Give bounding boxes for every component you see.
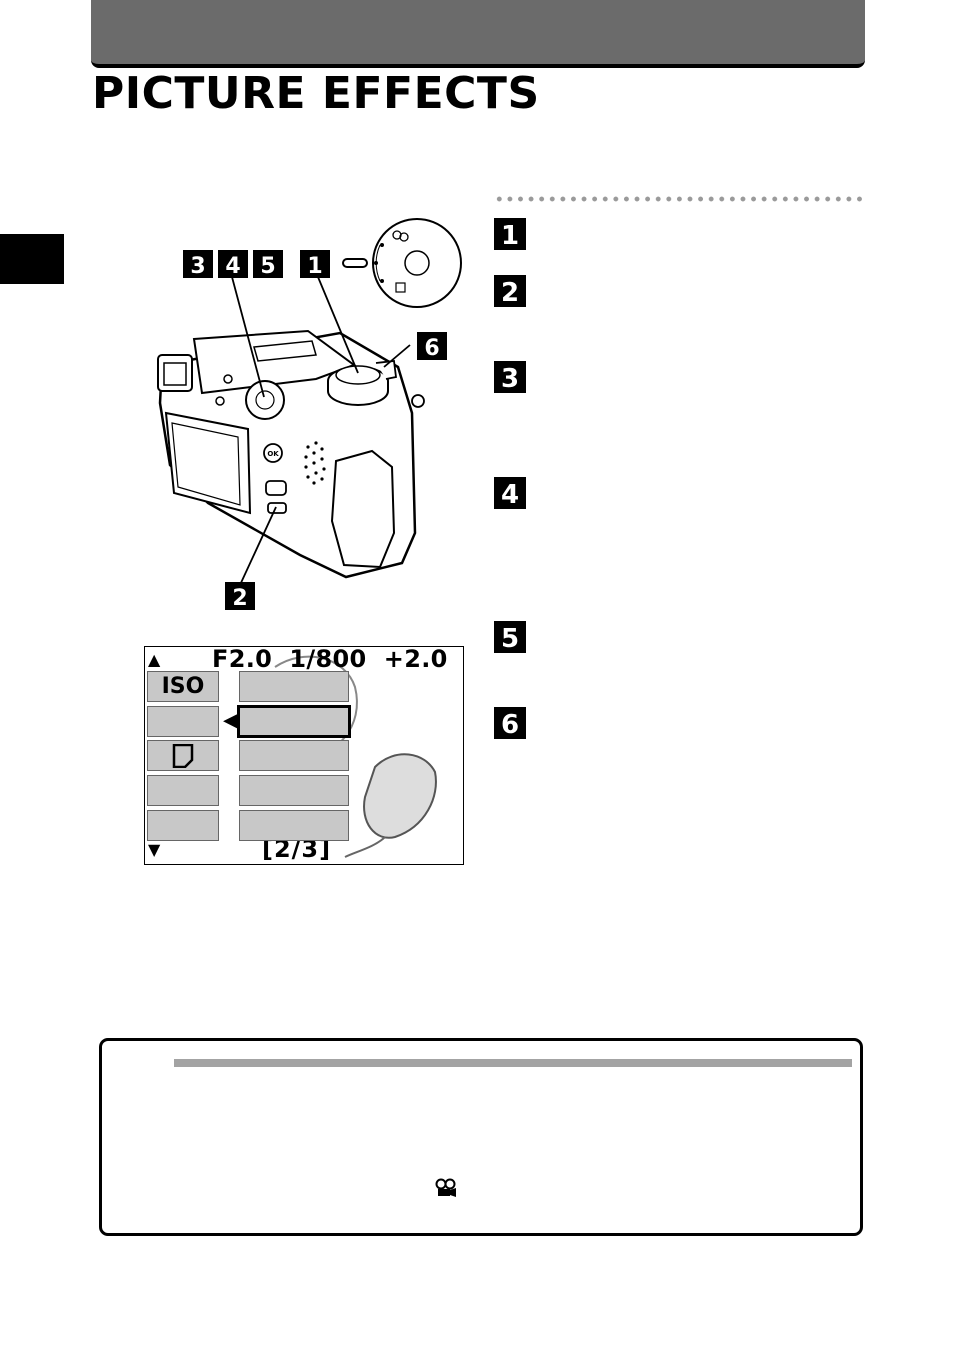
step-4-number: 4 — [501, 480, 519, 509]
step-5-number: 5 — [501, 624, 519, 653]
step-1-number: 1 — [501, 221, 519, 250]
svg-text:OK: OK — [267, 450, 279, 458]
camera-label-1: 1 — [300, 250, 330, 278]
lcd-scroll-down-arrow: ▼ — [148, 840, 161, 859]
svg-text:5: 5 — [260, 254, 275, 278]
step-5-badge: 5 — [494, 621, 526, 653]
lcd-scroll-up-arrow: ▲ — [148, 650, 161, 669]
lcd-background-subject — [274, 655, 437, 858]
lcd-selection-marker: ◀ — [223, 708, 240, 733]
lcd-option-3[interactable] — [239, 740, 349, 771]
page-title: PICTURE EFFECTS — [92, 68, 540, 119]
lcd-exposure-readout: F2.0 1/800 +2.0 — [212, 645, 448, 673]
svg-text:4: 4 — [225, 254, 240, 278]
note-header-rule — [174, 1059, 852, 1067]
svg-text:1: 1 — [307, 254, 322, 278]
step-6-number: 6 — [501, 710, 519, 739]
svg-text:2: 2 — [232, 586, 247, 610]
camera-label-6: 6 — [417, 332, 447, 360]
step-6-badge: 6 — [494, 707, 526, 739]
camera-label-4: 4 — [218, 250, 248, 278]
step-4-badge: 4 — [494, 477, 526, 509]
lcd-menu-slot-4[interactable] — [147, 775, 219, 806]
lcd-option-4[interactable] — [239, 775, 349, 806]
section-header-bar — [91, 0, 865, 68]
lcd-option-2-selected[interactable] — [237, 705, 351, 738]
mode-dial-inset — [342, 218, 462, 308]
step-1-badge: 1 — [494, 218, 526, 250]
lcd-iso-button[interactable]: ISO — [147, 671, 219, 702]
movie-mode-icon — [435, 1178, 456, 1197]
step-2-number: 2 — [501, 278, 519, 307]
step-2-badge: 2 — [494, 275, 526, 307]
camera-label-3: 3 — [183, 250, 213, 278]
step-3-number: 3 — [501, 364, 519, 393]
camera-illustration: OK — [157, 218, 462, 586]
svg-text:3: 3 — [190, 254, 205, 278]
camera-label-2: 2 — [225, 582, 255, 610]
dotted-divider — [494, 196, 866, 202]
lcd-iso-label: ISO — [161, 674, 205, 699]
memory-card-icon — [172, 744, 194, 768]
lcd-menu-slot-5[interactable] — [147, 810, 219, 841]
lcd-option-5[interactable] — [239, 810, 349, 841]
svg-text:6: 6 — [424, 336, 439, 360]
camera-label-5: 5 — [253, 250, 283, 278]
lcd-card-button[interactable] — [147, 740, 219, 771]
chapter-side-tab — [0, 234, 64, 284]
lcd-option-1[interactable] — [239, 671, 349, 702]
note-box — [99, 1038, 863, 1236]
lcd-menu-slot-2[interactable] — [147, 706, 219, 737]
step-3-badge: 3 — [494, 361, 526, 393]
